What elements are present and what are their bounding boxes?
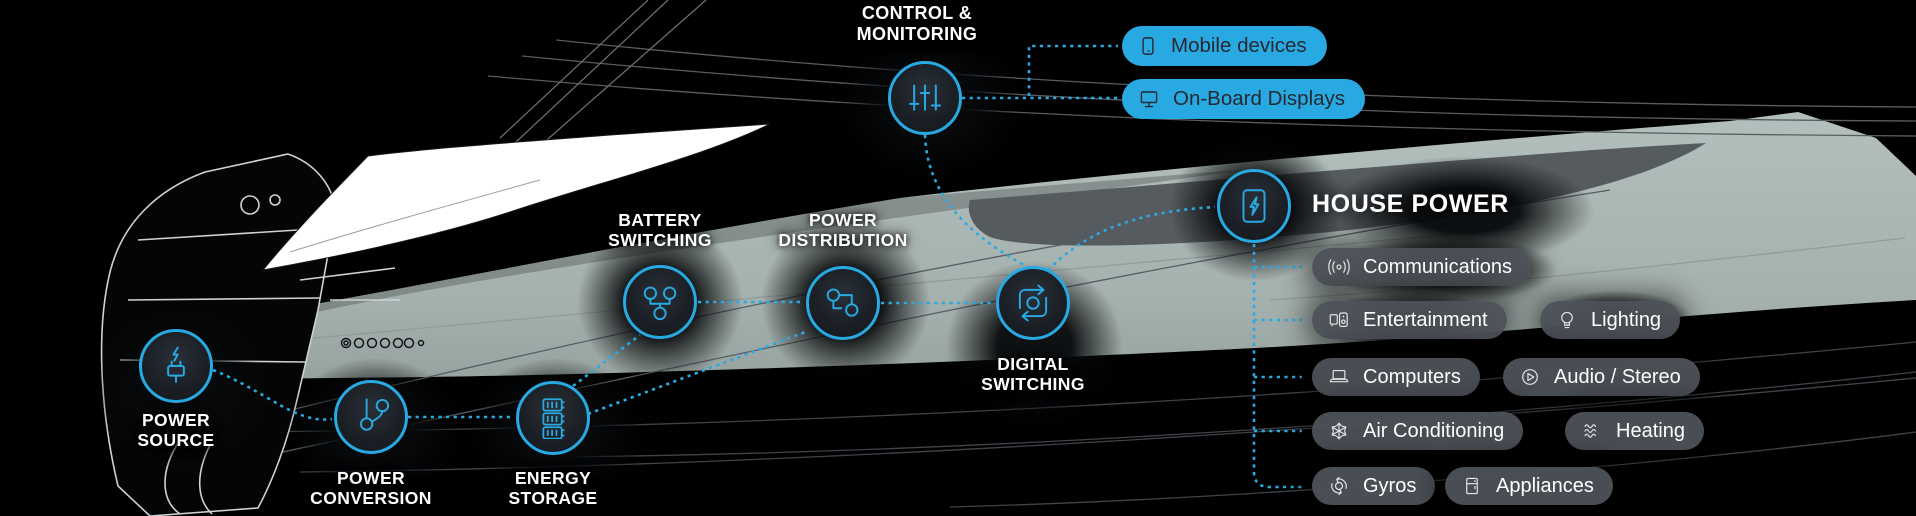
pill-air-conditioning[interactable]: Air Conditioning — [1312, 412, 1524, 450]
pill-appliances[interactable]: Appliances — [1445, 467, 1613, 505]
node-digital-switching[interactable] — [996, 266, 1070, 340]
monitor-icon — [1135, 85, 1163, 113]
heat-waves-icon — [1578, 417, 1606, 445]
pill-computers[interactable]: Computers — [1312, 358, 1480, 396]
radio-waves-icon — [1325, 253, 1353, 281]
pill-entertainment[interactable]: Entertainment — [1312, 301, 1507, 339]
pill-label: Appliances — [1496, 474, 1594, 497]
laptop-icon — [1325, 363, 1353, 391]
cycle-arrows-icon — [1018, 284, 1048, 322]
branch-nodes-icon — [643, 286, 677, 321]
node-label-power-distribution: POWER DISTRIBUTION — [778, 210, 908, 251]
gyroscope-icon — [1325, 472, 1353, 500]
snowflake-icon — [1325, 417, 1353, 445]
node-power-source[interactable] — [139, 329, 213, 403]
light-bulb-icon — [1553, 306, 1581, 334]
node-label-power-conversion: POWER CONVERSION — [310, 468, 432, 509]
node-control-monitoring[interactable] — [888, 61, 962, 135]
node-power-distribution[interactable] — [806, 266, 880, 340]
pill-label: Communications — [1363, 255, 1512, 278]
speakers-icon — [1325, 306, 1353, 334]
pill-label: Gyros — [1363, 474, 1417, 497]
node-energy-storage[interactable] — [516, 381, 590, 455]
pill-onboard-displays[interactable]: On-Board Displays — [1122, 79, 1366, 119]
battery-stack-icon — [542, 398, 565, 439]
pill-label: Mobile devices — [1171, 34, 1307, 57]
smartphone-icon — [1135, 33, 1161, 59]
pill-label: On-Board Displays — [1173, 87, 1346, 110]
node-label-control: CONTROL & MONITORING — [856, 3, 978, 44]
node-label-digital-switching: DIGITAL SWITCHING — [981, 354, 1085, 395]
node-label-energy-storage: ENERGY STORAGE — [508, 468, 598, 509]
hardtop-blade — [261, 123, 771, 271]
converter-cable-icon — [359, 398, 390, 431]
house-power-title: HOUSE POWER — [1312, 190, 1509, 218]
mixer-sliders-icon — [909, 84, 941, 111]
pill-label: Audio / Stereo — [1554, 365, 1681, 388]
pill-mobile-devices[interactable]: Mobile devices — [1122, 26, 1327, 66]
pill-audio-stereo[interactable]: Audio / Stereo — [1503, 358, 1700, 396]
pill-label: Air Conditioning — [1363, 419, 1505, 442]
play-circle-icon — [1516, 363, 1544, 391]
node-house-power[interactable] — [1217, 169, 1291, 243]
pill-communications[interactable]: Communications — [1312, 248, 1531, 286]
power-panel-icon — [1242, 189, 1266, 223]
pill-label: Computers — [1363, 365, 1461, 388]
refrigerator-icon — [1458, 472, 1486, 500]
plug-lightning-icon — [167, 346, 185, 383]
pill-label: Lighting — [1591, 308, 1662, 331]
node-power-conversion[interactable] — [334, 380, 408, 454]
node-label-battery-switching: BATTERY SWITCHING — [608, 210, 712, 251]
node-label-power-source: POWER SOURCE — [137, 410, 215, 451]
pill-lighting[interactable]: Lighting — [1540, 301, 1681, 339]
pill-gyros[interactable]: Gyros — [1312, 467, 1436, 505]
pill-heating[interactable]: Heating — [1565, 412, 1704, 450]
pill-label: Entertainment — [1363, 308, 1488, 331]
node-battery-switching[interactable] — [623, 265, 697, 339]
pill-label: Heating — [1616, 419, 1685, 442]
circuit-path-icon — [826, 288, 859, 317]
